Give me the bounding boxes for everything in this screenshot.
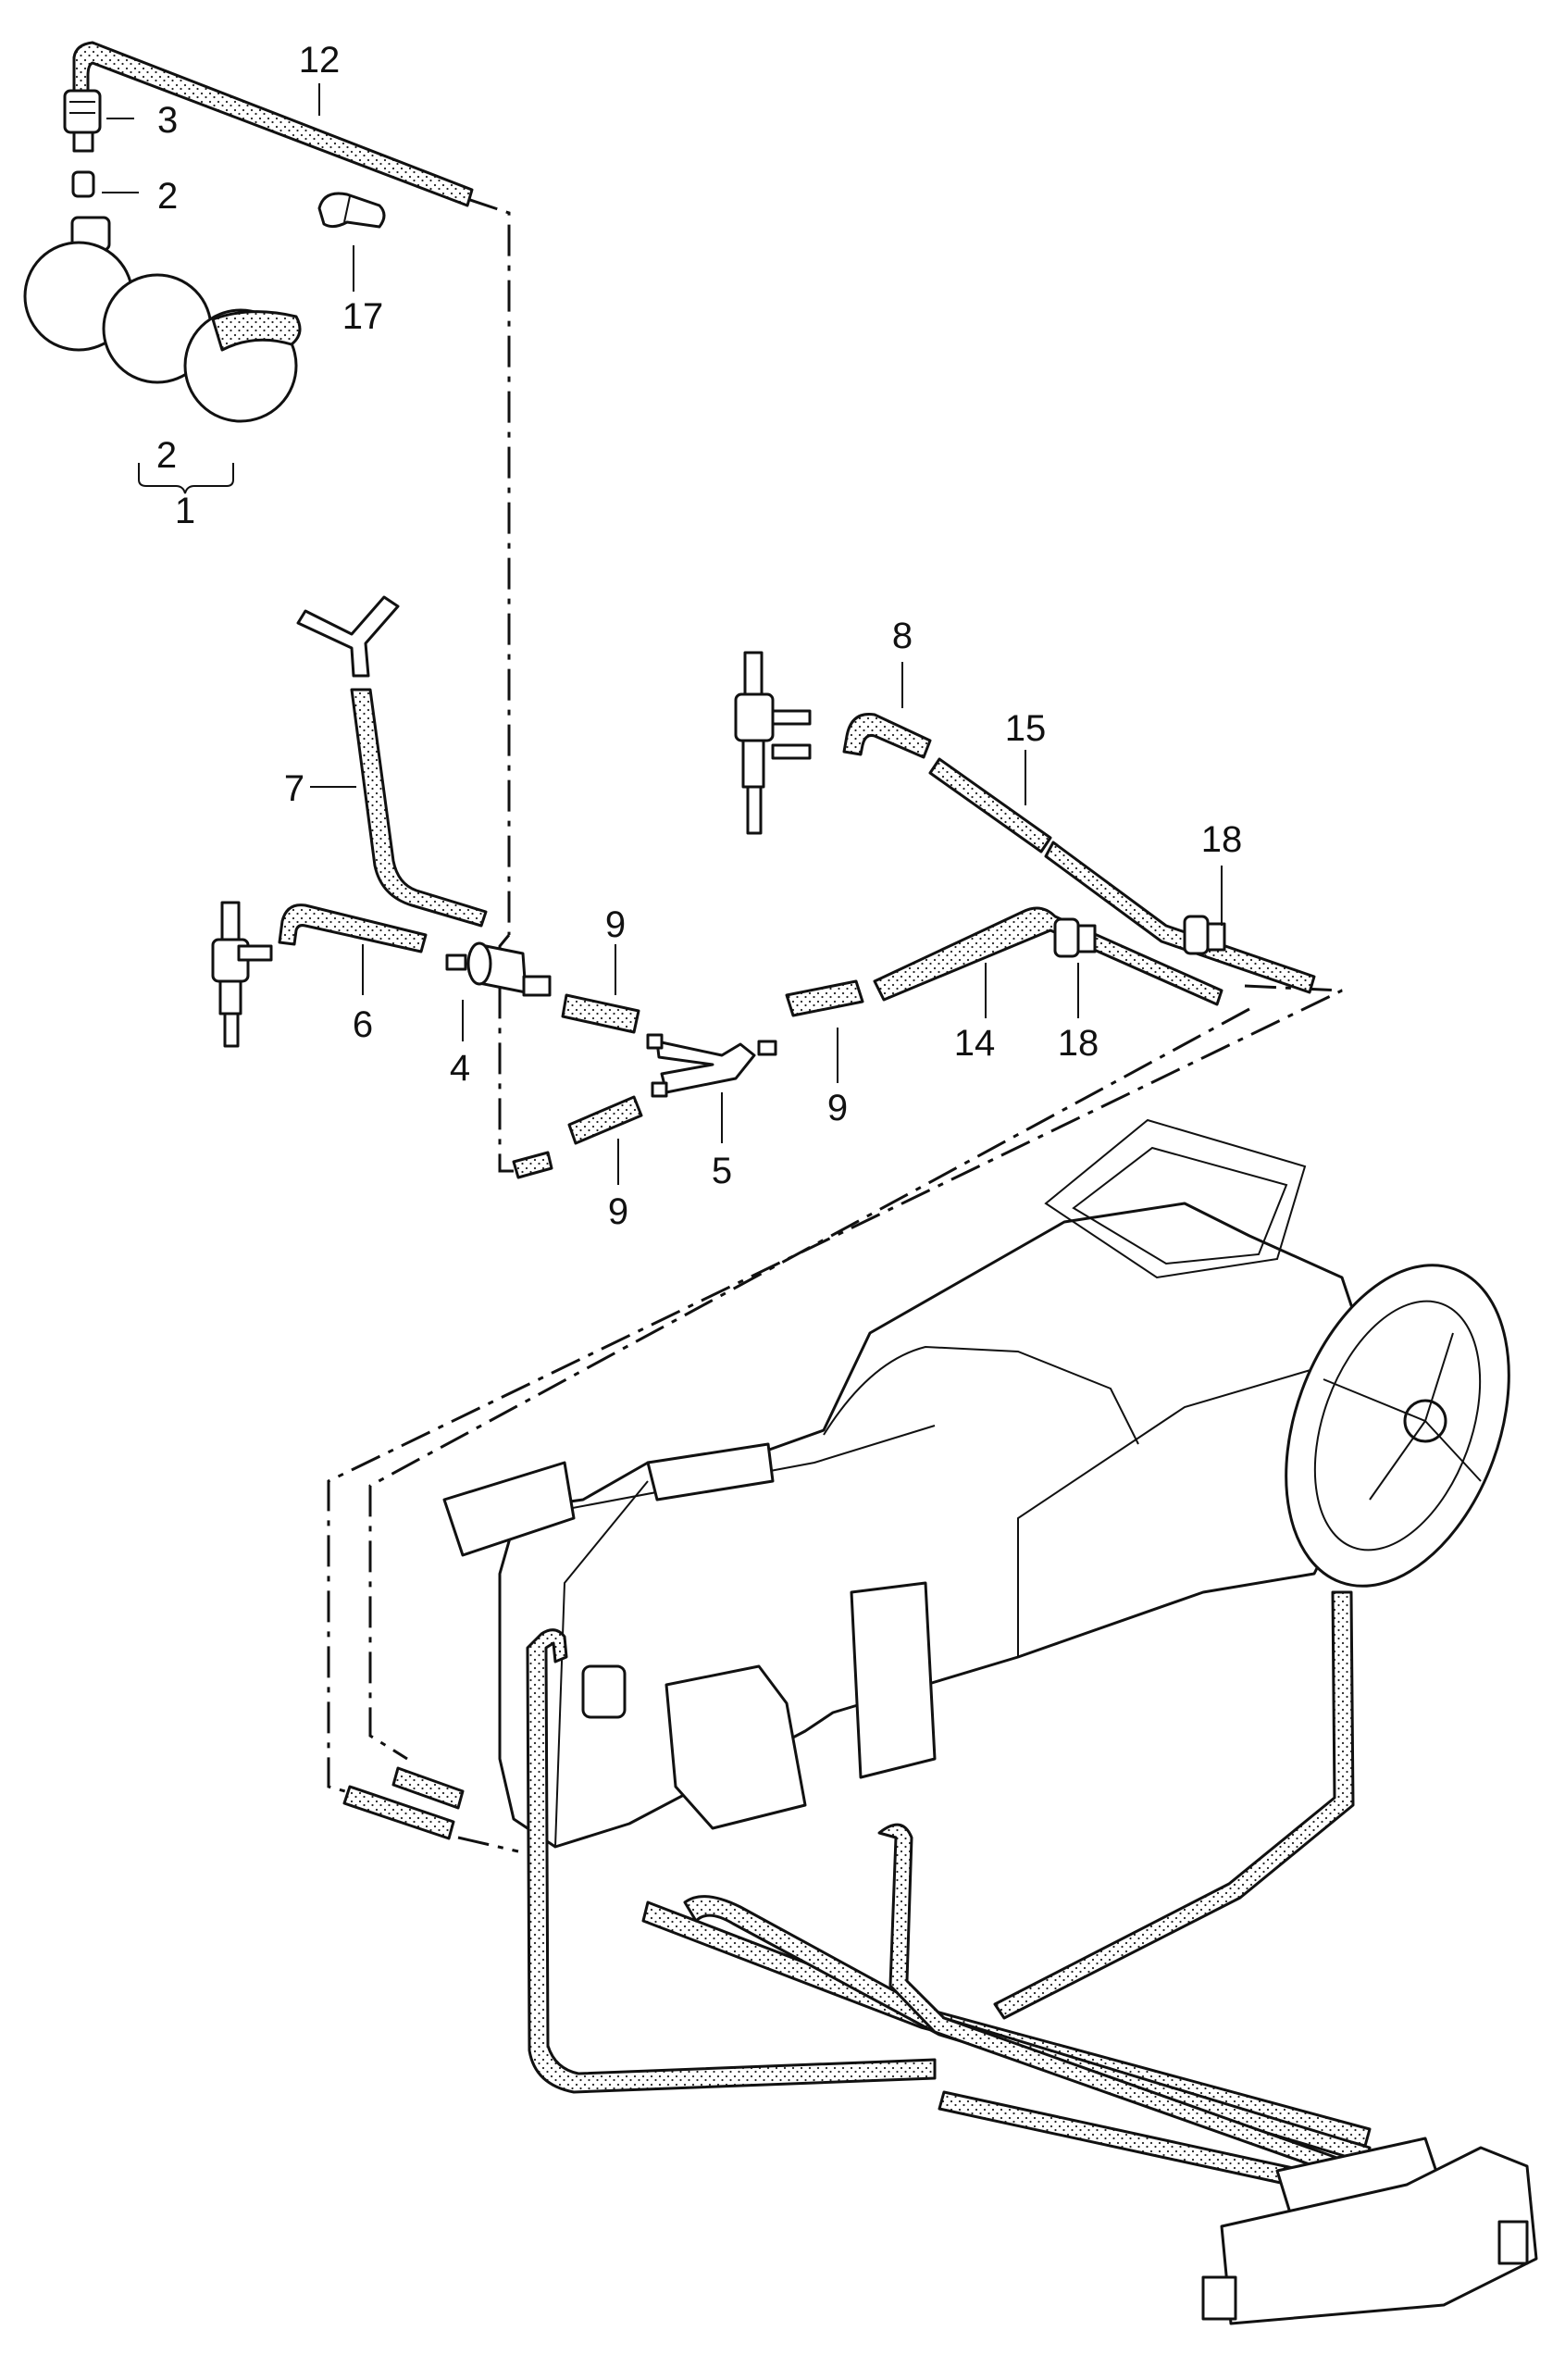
callout-1: 1 [175, 491, 195, 531]
callout-9-lower: 9 [608, 1191, 628, 1232]
loose-hose-upper [391, 1766, 465, 1810]
y-piece-hose [296, 595, 488, 928]
hose-8 [842, 712, 932, 759]
callout-9-upper: 9 [605, 904, 626, 945]
grommet-18-upper [1183, 915, 1226, 955]
hose-15 [928, 757, 1052, 854]
hose-connector-block [1201, 2137, 1538, 2325]
hose-end-lower [512, 1151, 553, 1179]
callout-2-group: 2 [156, 435, 177, 476]
vacuum-reservoir [23, 41, 474, 423]
check-valve-right [734, 651, 812, 835]
callout-14: 14 [954, 1023, 996, 1064]
hose-15-extension [1044, 841, 1316, 994]
callout-18-lower: 18 [1058, 1023, 1099, 1064]
callout-17: 17 [342, 296, 384, 337]
callout-18-upper: 18 [1201, 819, 1243, 860]
callout-6: 6 [353, 1004, 373, 1045]
callout-9-right: 9 [827, 1088, 848, 1128]
callout-7: 7 [284, 768, 304, 809]
group-bracket [138, 463, 234, 494]
vacuum-filter-4 [445, 941, 552, 997]
climate-housing [442, 1118, 1510, 1849]
callout-2-small: 2 [157, 176, 178, 217]
callout-8: 8 [892, 616, 913, 656]
callout-12: 12 [299, 40, 341, 81]
grommet-18-lower [1053, 917, 1097, 958]
hose-9-right [785, 979, 864, 1017]
callout-4: 4 [450, 1048, 470, 1089]
hose-bundle [526, 1590, 1372, 2203]
check-valve-left [211, 901, 273, 1048]
callout-3: 3 [157, 100, 178, 141]
t-piece [646, 1033, 777, 1098]
hose-clip [317, 192, 386, 229]
callout-5: 5 [712, 1151, 732, 1191]
hose-9-upper [561, 993, 640, 1034]
hose-14 [873, 906, 1223, 1006]
loose-hose-lower [342, 1785, 455, 1840]
callout-15: 15 [1005, 708, 1047, 749]
callouts: 12 3 2 17 2 1 8 15 7 18 9 6 4 14 18 9 5 … [156, 40, 1242, 1232]
leader-lines [102, 83, 1223, 1185]
hose-6 [278, 903, 428, 953]
hose-9-lower [567, 1095, 643, 1145]
